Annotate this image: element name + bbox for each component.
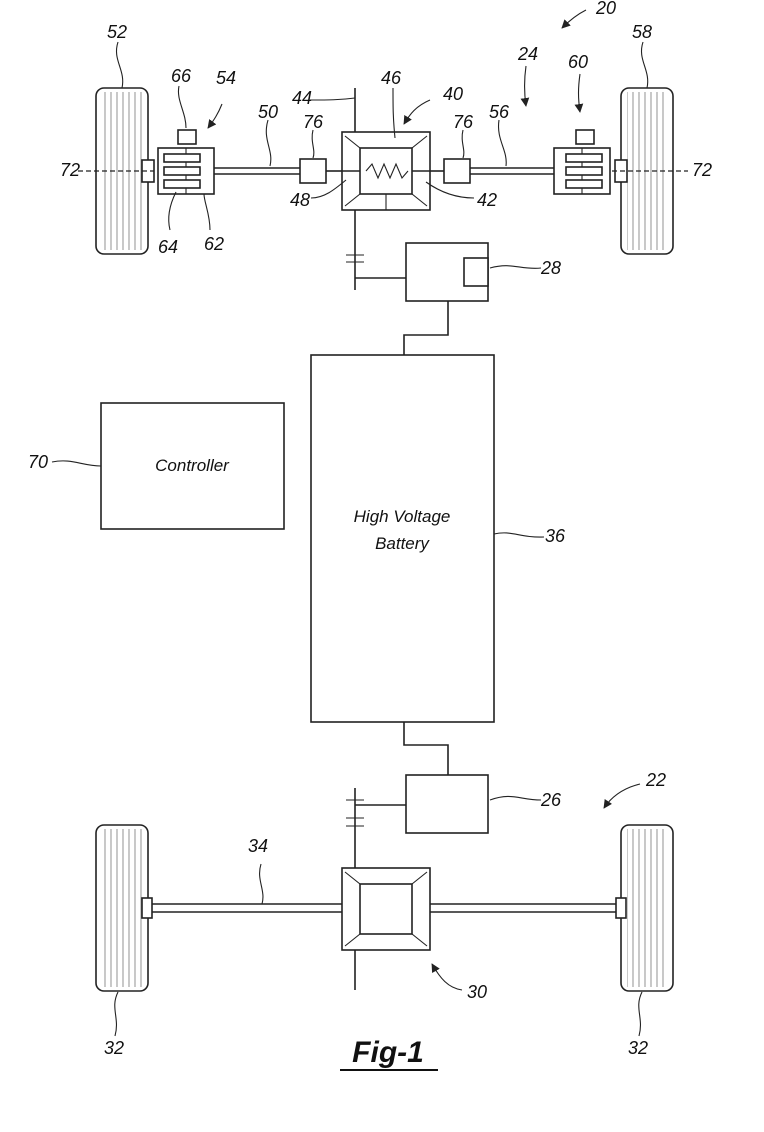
ref-30: 30 xyxy=(467,982,487,1002)
ref-64: 64 xyxy=(158,237,178,257)
rear-differential-40 xyxy=(341,131,431,211)
ref-70: 70 xyxy=(28,452,48,472)
ref-58: 58 xyxy=(632,22,652,42)
wheel-32-left xyxy=(95,824,149,992)
ref-28: 28 xyxy=(540,258,561,278)
front-differential-30 xyxy=(341,867,431,951)
figure-caption: Fig-1 xyxy=(352,1036,424,1069)
ref-52: 52 xyxy=(107,22,127,42)
ref-66: 66 xyxy=(171,66,192,86)
disconnect-60 xyxy=(553,129,611,195)
motor-26 xyxy=(405,774,489,834)
battery-label-line2: Battery xyxy=(375,534,430,553)
ref-22: 22 xyxy=(645,770,666,790)
ref-36: 36 xyxy=(545,526,566,546)
hv-wire-rear xyxy=(403,301,449,355)
ref-76-left: 76 xyxy=(303,112,324,132)
ref-76-right: 76 xyxy=(453,112,474,132)
ref-50: 50 xyxy=(258,102,278,122)
high-voltage-battery: High Voltage Battery xyxy=(310,354,495,723)
ref-20: 20 xyxy=(595,0,616,18)
battery-label-line1: High Voltage xyxy=(354,507,451,526)
ref-42: 42 xyxy=(477,190,497,210)
ref-40: 40 xyxy=(443,84,463,104)
ref-72-right: 72 xyxy=(692,160,712,180)
actuator-66 xyxy=(177,129,197,145)
ref-32-left: 32 xyxy=(104,1038,124,1058)
motor-28 xyxy=(405,242,489,302)
disconnect-54 xyxy=(157,129,215,195)
sensor-76-left xyxy=(299,158,327,184)
ref-48: 48 xyxy=(290,190,310,210)
ref-34: 34 xyxy=(248,836,268,856)
ref-26: 26 xyxy=(540,790,562,810)
sensor-76-right xyxy=(443,158,471,184)
ref-24: 24 xyxy=(517,44,538,64)
ref-46: 46 xyxy=(381,68,402,88)
ref-56: 56 xyxy=(489,102,510,122)
ref-54: 54 xyxy=(216,68,236,88)
ref-44: 44 xyxy=(292,88,312,108)
hv-wire-front xyxy=(403,722,449,775)
ref-62: 62 xyxy=(204,234,224,254)
controller-block: Controller xyxy=(100,402,285,530)
ref-32-right: 32 xyxy=(628,1038,648,1058)
controller-label: Controller xyxy=(155,456,230,475)
ref-72-left: 72 xyxy=(60,160,80,180)
clutch-spring-46 xyxy=(365,162,409,180)
wheel-32-right xyxy=(620,824,674,992)
ref-60: 60 xyxy=(568,52,588,72)
